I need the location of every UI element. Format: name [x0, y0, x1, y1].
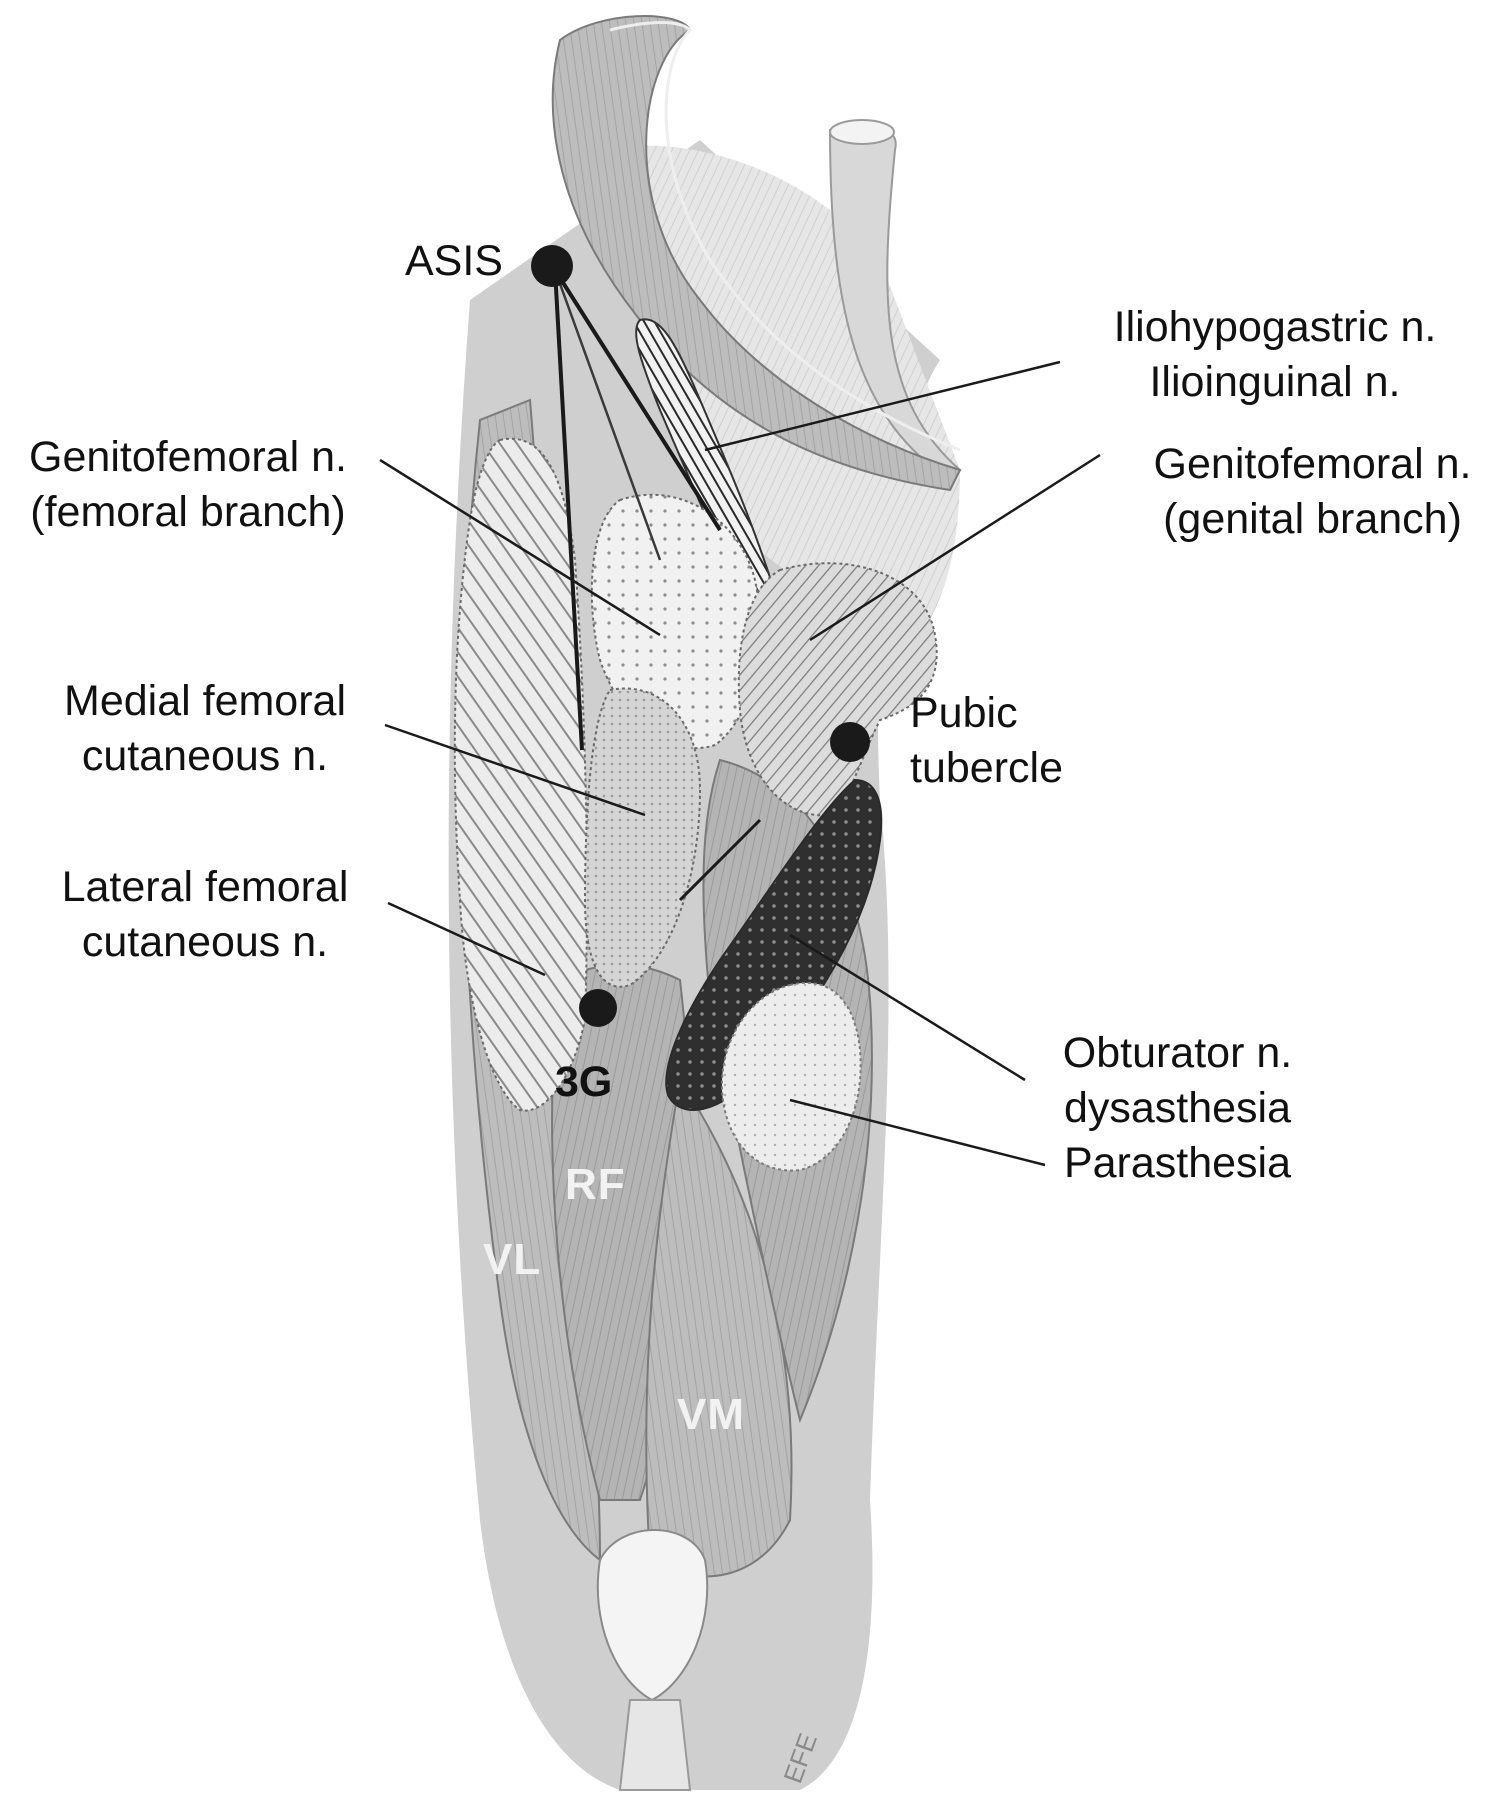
label-genitofemoral-genital-line2: (genital branch): [1163, 495, 1462, 543]
label-parasthesia-text: Parasthesia: [1063, 1139, 1292, 1187]
leader-obturator-secondary: [678, 818, 762, 902]
label-ilioinguinal-text: Ilioinguinal n.: [1149, 358, 1401, 406]
leader-genitofemoral-genital: [809, 453, 1101, 642]
curved-muscle-band-inner: [609, 21, 961, 452]
label-obturator-line1: Obturator n.: [1062, 1029, 1293, 1077]
inguinal-line-medial: [553, 268, 722, 532]
label-medial-femoral: Medial femoral cutaneous n.: [25, 674, 385, 784]
label-obturator-line2: dysasthesia: [1063, 1084, 1292, 1132]
three-g-point: [579, 989, 617, 1027]
muscle-vl-label: VL: [483, 1235, 542, 1284]
label-three-g-text: 3G: [555, 1058, 613, 1106]
muscle-rf-label: RF: [565, 1160, 626, 1209]
pubic-tubercle-point: [830, 722, 870, 762]
label-obturator: Obturator n. dysasthesia Parasthesia: [1035, 1026, 1320, 1191]
parasthesia-zone: [720, 981, 862, 1172]
medial-femoral-zone: [583, 687, 702, 988]
genitofemoral-genital-zone: [737, 562, 938, 817]
psoas-muscle: [828, 125, 962, 482]
label-medial-line1: Medial femoral: [64, 677, 346, 725]
label-lateral-femoral: Lateral femoral cutaneous n.: [25, 860, 385, 970]
psoas-top: [829, 119, 895, 145]
label-pubic-line2: tubercle: [910, 744, 1063, 792]
label-genitofemoral-femoral: Genitofemoral n. (femoral branch): [0, 430, 376, 540]
label-medial-line2: cutaneous n.: [81, 732, 329, 780]
lateral-femoral-zone: [453, 437, 588, 1112]
asis-point: [531, 245, 573, 287]
label-pubic-line1: Pubic: [910, 689, 1018, 737]
label-genitofemoral-genital-line1: Genitofemoral n.: [1153, 440, 1472, 488]
patellar-tendon: [618, 1699, 692, 1791]
label-lateral-line1: Lateral femoral: [61, 863, 349, 911]
patella: [596, 1529, 709, 1702]
leader-obturator: [789, 933, 1026, 1082]
label-three-g: 3G: [555, 1055, 612, 1110]
obturator-zone: [665, 778, 883, 1111]
label-asis: ASIS: [405, 234, 503, 289]
genitofemoral-femoral-zone: [590, 493, 762, 750]
leader-medial-femoral: [384, 723, 646, 817]
muscle-vm-label: VM: [677, 1390, 745, 1439]
inguinal-line-lateral: [553, 269, 584, 751]
leader-parasthesia: [789, 1098, 1046, 1167]
leader-genitofemoral-femoral: [379, 458, 661, 637]
label-genitofemoral-femoral-line1: Genitofemoral n.: [29, 433, 347, 481]
label-iliohypogastric: Iliohypogastric n. Ilioinguinal n.: [1075, 300, 1475, 410]
label-asis-text: ASIS: [405, 237, 503, 285]
label-genitofemoral-femoral-line2: (femoral branch): [30, 488, 346, 536]
label-genitofemoral-genital: Genitofemoral n. (genital branch): [1120, 437, 1505, 547]
leader-iliohypogastric: [704, 360, 1061, 452]
label-pubic-tubercle: Pubic tubercle: [910, 686, 1063, 796]
label-lateral-line2: cutaneous n.: [81, 918, 329, 966]
label-iliohypogastric-text: Iliohypogastric n.: [1113, 303, 1437, 351]
leader-lateral-femoral: [387, 901, 546, 977]
inguinal-line-mid: [553, 269, 662, 561]
